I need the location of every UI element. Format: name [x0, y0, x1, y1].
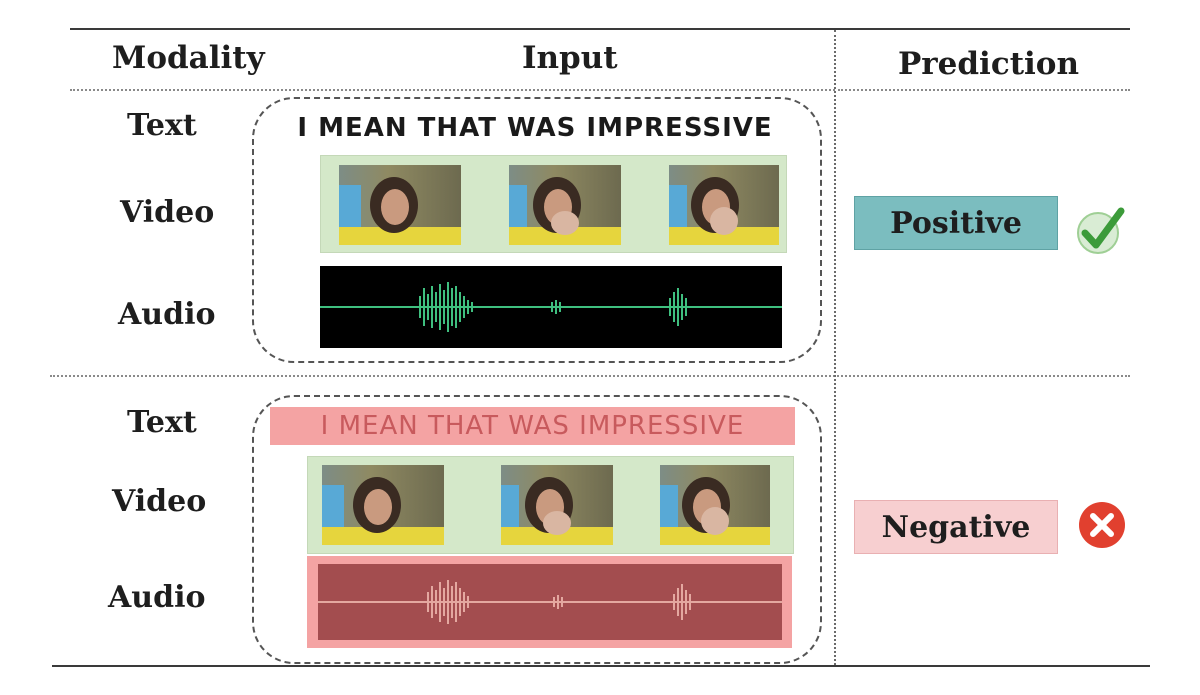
utterance-text-highlighted: I MEAN THAT WAS IMPRESSIVE — [270, 407, 795, 445]
row-separator — [50, 375, 1130, 377]
video-frame — [501, 465, 613, 545]
audio-waveform-highlighted — [307, 556, 792, 648]
prediction-box: Negative — [854, 500, 1058, 554]
video-frames-strip — [307, 456, 794, 554]
audio-waveform — [320, 266, 782, 348]
check-icon — [1075, 205, 1125, 255]
header-input: Input — [522, 40, 618, 76]
video-frame — [339, 165, 461, 245]
column-separator — [834, 30, 836, 665]
modality-label-video: Video — [120, 195, 215, 230]
header-separator-right — [838, 89, 1130, 91]
modality-label-text: Text — [127, 108, 197, 143]
video-frame — [509, 165, 621, 245]
header-modality: Modality — [112, 40, 265, 76]
video-frame — [669, 165, 779, 245]
modality-label-video: Video — [112, 484, 207, 519]
modality-label-text: Text — [127, 405, 197, 440]
modality-label-audio: Audio — [118, 297, 216, 332]
header-separator-left — [70, 89, 835, 91]
bottom-rule — [52, 665, 1150, 667]
video-frame — [322, 465, 444, 545]
top-rule — [70, 28, 1130, 30]
utterance-text: I MEAN THAT WAS IMPRESSIVE — [297, 113, 773, 143]
input-group-box — [252, 97, 822, 363]
cross-circle-icon — [1077, 500, 1127, 550]
prediction-box: Positive — [854, 196, 1058, 250]
modality-label-audio: Audio — [108, 580, 206, 615]
header-prediction: Prediction — [898, 46, 1080, 82]
video-frames-strip — [320, 155, 787, 253]
input-group-box — [252, 395, 822, 664]
video-frame — [660, 465, 770, 545]
